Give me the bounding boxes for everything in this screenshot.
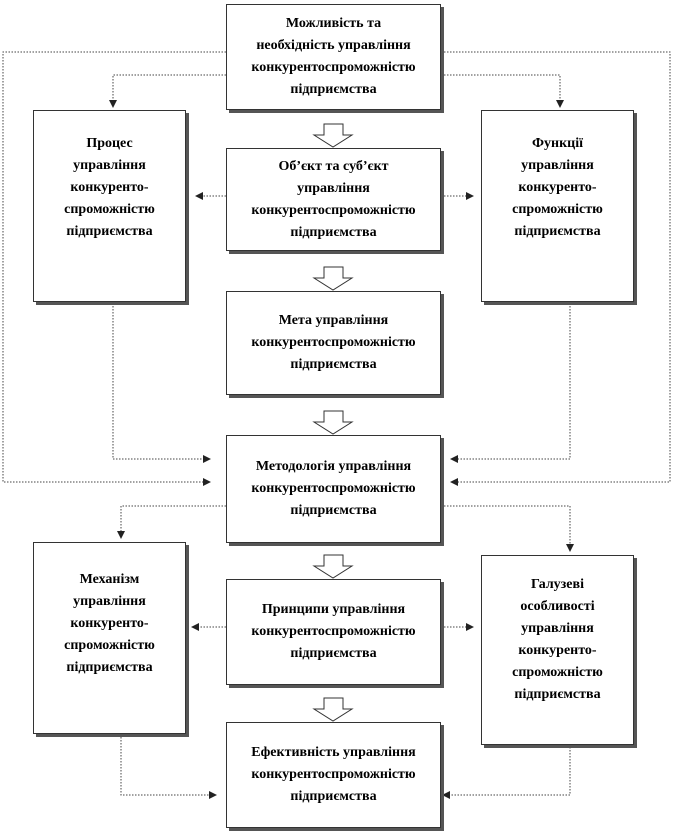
node-mechanism-label: Механізм управління конкуренто- спроможн… xyxy=(64,572,155,675)
node-industry-label: Галузеві особливості управління конкурен… xyxy=(512,577,603,702)
node-mechanism: Механізм управління конкуренто- спроможн… xyxy=(33,542,186,734)
block-arrow-3 xyxy=(312,410,354,435)
edge-methodology-to-industry xyxy=(441,505,574,552)
node-industry: Галузеві особливості управління конкурен… xyxy=(481,555,634,745)
node-possibility-label: Можливість та необхідність управління ко… xyxy=(251,16,416,97)
node-goal-label: Мета управління конкурентоспроможністю п… xyxy=(251,313,416,372)
node-functions-label: Функції управління конкуренто- спроможні… xyxy=(512,136,603,239)
node-process: Процес управління конкуренто- спроможніс… xyxy=(33,110,186,302)
block-arrow-1 xyxy=(312,123,354,148)
edge-functions-to-methodology xyxy=(450,303,571,463)
node-possibility: Можливість та необхідність управління ко… xyxy=(226,4,441,110)
edge-methodology-to-mechanism xyxy=(117,505,226,539)
node-process-label: Процес управління конкуренто- спроможніс… xyxy=(64,136,155,239)
edge-industry-to-efficiency xyxy=(442,747,571,799)
outer-loop-right xyxy=(441,51,671,486)
block-arrow-5 xyxy=(312,697,354,722)
edge-mechanism-to-efficiency xyxy=(120,737,217,799)
outer-loop-left xyxy=(2,51,226,486)
node-efficiency: Ефективність управління конкурентоспромо… xyxy=(226,722,441,828)
node-object-subject: Об’єкт та суб’єкт управління конкурентос… xyxy=(226,148,441,251)
node-principles-label: Принципи управління конкурентоспроможніс… xyxy=(251,602,416,661)
edge-process-to-methodology xyxy=(112,303,211,463)
node-methodology: Методологія управління конкурентоспромож… xyxy=(226,435,441,543)
block-arrow-2 xyxy=(312,266,354,291)
node-efficiency-label: Ефективність управління конкурентоспромо… xyxy=(251,745,416,804)
node-principles: Принципи управління конкурентоспроможніс… xyxy=(226,579,441,685)
edge-possibility-to-process xyxy=(109,74,226,108)
block-arrow-4 xyxy=(312,554,354,579)
edge-possibility-to-functions xyxy=(441,74,564,108)
node-functions: Функції управління конкуренто- спроможні… xyxy=(481,110,634,302)
node-methodology-label: Методологія управління конкурентоспромож… xyxy=(251,459,416,518)
node-goal: Мета управління конкурентоспроможністю п… xyxy=(226,291,441,395)
node-object-subject-label: Об’єкт та суб’єкт управління конкурентос… xyxy=(251,158,416,240)
